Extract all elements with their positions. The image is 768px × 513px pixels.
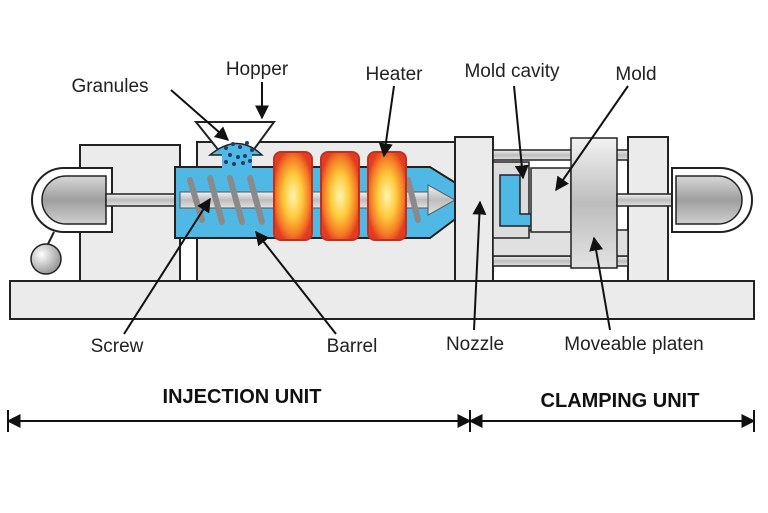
heater-bands (273, 151, 407, 241)
label-heater: Heater (365, 64, 423, 85)
injection-cylinder (30, 167, 187, 275)
arrow-nozzle (472, 200, 487, 331)
mold-cavity-shape (492, 161, 541, 239)
clamping-cylinder (616, 167, 753, 233)
label-mold-cavity: Mold cavity (464, 61, 560, 82)
label-hopper: Hopper (226, 59, 289, 80)
label-moveable-platen: Moveable platen (564, 334, 703, 355)
arrow-heater (378, 85, 395, 158)
machine-base (9, 280, 755, 320)
label-screw: Screw (91, 336, 144, 357)
section-clamping-unit: CLAMPING UNIT (541, 390, 700, 412)
arrow-barrel (255, 230, 337, 335)
section-injection-unit: INJECTION UNIT (163, 386, 322, 408)
arrow-screw (123, 197, 211, 335)
hopper-body (193, 121, 276, 170)
label-barrel: Barrel (327, 336, 378, 357)
arrow-granules (170, 89, 230, 141)
section-dimension-lines (6, 410, 756, 432)
arrow-mold-cavity (513, 85, 529, 180)
label-nozzle: Nozzle (446, 334, 504, 355)
pointer-arrows (123, 82, 629, 335)
arrow-mold (555, 85, 629, 192)
label-granules: Granules (71, 76, 148, 97)
arrow-moveable-platen (589, 236, 611, 331)
label-mold: Mold (615, 64, 656, 85)
clamping-frame (454, 136, 669, 282)
